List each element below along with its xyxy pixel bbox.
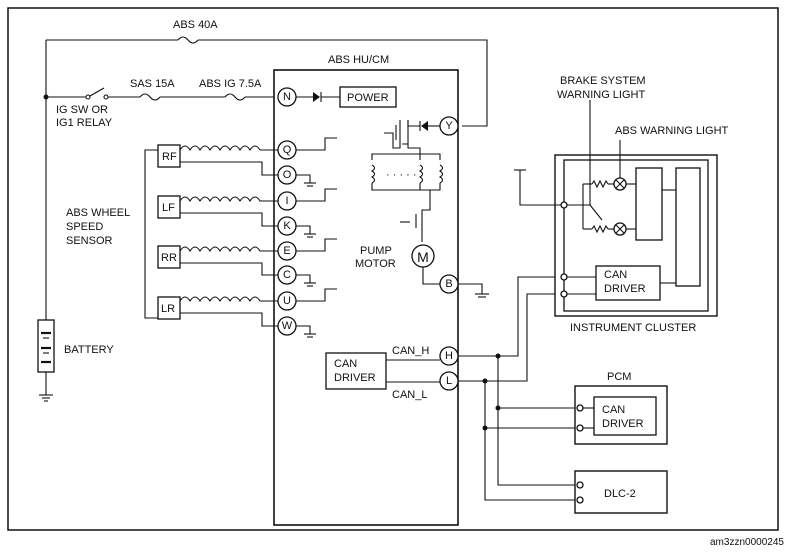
pcm-module xyxy=(574,385,668,445)
dlc-2-label: DLC-2 xyxy=(604,488,636,500)
can-l-label: CAN_L xyxy=(392,389,427,401)
power-label: POWER xyxy=(347,92,389,104)
power-bus xyxy=(43,36,488,320)
abs-ig-fuse-label: ABS IG 7.5A xyxy=(199,78,262,90)
wheel-sensor-label-2: SPEED xyxy=(66,221,103,233)
pump-label-1: PUMP xyxy=(360,245,392,257)
battery-label: BATTERY xyxy=(64,344,114,356)
abs-can-driver xyxy=(325,352,387,390)
sensor-internal-wiring xyxy=(296,137,337,338)
pin-n-label: N xyxy=(283,91,291,103)
ic-can-driver-label-2: DRIVER xyxy=(604,283,646,295)
svg-text:· · · · ·: · · · · · xyxy=(386,169,417,181)
sensor-rr-label: RR xyxy=(161,252,177,264)
svg-text:W: W xyxy=(282,320,293,332)
svg-text:Q: Q xyxy=(283,144,292,156)
pump-label-2: MOTOR xyxy=(355,258,396,270)
svg-text:C: C xyxy=(283,269,291,281)
pin-b-label: B xyxy=(445,278,452,290)
wheel-sensor-label-3: SENSOR xyxy=(66,235,113,247)
can-h-label: CAN_H xyxy=(392,345,429,357)
battery-symbol xyxy=(37,319,55,402)
svg-text:O: O xyxy=(283,169,292,181)
power-block xyxy=(339,86,397,108)
wheel-speed-sensors xyxy=(144,144,278,327)
dlc-2-connector xyxy=(574,470,668,514)
diagram-frame xyxy=(7,7,779,531)
motor-symbol-label: M xyxy=(417,249,429,265)
ic-can-driver-label-1: CAN xyxy=(604,269,627,281)
svg-text:U: U xyxy=(283,295,291,307)
abs-can-driver-label-1: CAN xyxy=(334,358,357,370)
abs-hu-cm-module xyxy=(273,69,459,526)
sas-fuse-label: SAS 15A xyxy=(130,78,175,90)
pcm-label: PCM xyxy=(607,371,631,383)
brake-warning-label-1: BRAKE SYSTEM xyxy=(560,75,646,87)
pin-y-label: Y xyxy=(445,120,453,132)
abs-warning-light-label: ABS WARNING LIGHT xyxy=(615,125,729,137)
instrument-cluster xyxy=(514,100,718,317)
pin-l-label: L xyxy=(446,375,452,387)
brake-warning-label-2: WARNING LIGHT xyxy=(557,89,645,101)
pcm-can-driver-label-1: CAN xyxy=(602,404,625,416)
pcm-can-driver-label-2: DRIVER xyxy=(602,418,644,430)
svg-text:I: I xyxy=(285,195,288,207)
sensor-lf-label: LF xyxy=(162,202,175,214)
abs-can-driver-label-2: DRIVER xyxy=(334,372,376,384)
abs-40a-fuse-label: ABS 40A xyxy=(173,19,218,31)
image-id-label: am3zzn0000245 xyxy=(710,537,784,548)
ig-switch-label-2: IG1 RELAY xyxy=(56,117,113,129)
can-bus-wiring xyxy=(458,276,577,501)
svg-text:E: E xyxy=(283,245,290,257)
sensor-rf-label: RF xyxy=(162,151,177,163)
module-title: ABS HU/CM xyxy=(328,54,389,66)
ig-switch-label-1: IG SW OR xyxy=(56,104,108,116)
svg-text:K: K xyxy=(283,220,291,232)
transistor-symbols: · · · · · xyxy=(370,120,444,242)
wheel-sensor-label-1: ABS WHEEL xyxy=(66,207,130,219)
pin-h-label: H xyxy=(445,350,453,362)
instrument-cluster-label: INSTRUMENT CLUSTER xyxy=(570,322,696,334)
sensor-lr-label: LR xyxy=(161,303,175,315)
